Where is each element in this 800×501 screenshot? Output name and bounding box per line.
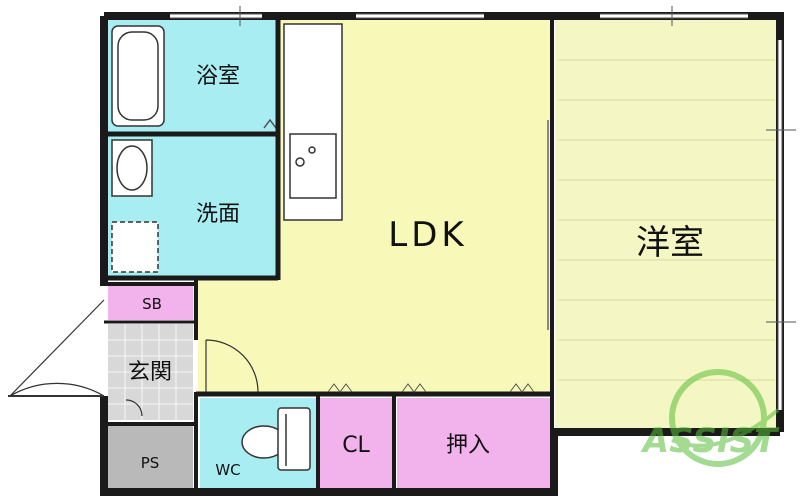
label-ps: PS [141,454,160,472]
room-labels: 浴室 洗面 LDK 洋室 SB 玄関 PS WC CL 押入 [128,64,704,479]
doors [8,120,549,417]
western-floor-lines [558,59,775,381]
label-ldk: LDK [388,215,467,255]
label-bath: 浴室 [196,64,240,89]
window-frames [170,6,796,410]
assist-watermark-logo: ASSIST [640,369,780,467]
kitchen-sink-icon [289,133,337,199]
entrance-tiles [108,324,193,420]
watermark-text: ASSIST [640,421,780,461]
wc-door [205,339,259,393]
label-washroom: 洗面 [196,202,240,227]
sb-storage [108,286,193,320]
oshiire-room [397,398,550,488]
fixtures [111,23,343,471]
label-oshiire: 押入 [446,433,490,458]
bathtub-icon [111,25,165,127]
ps-space [108,426,193,488]
kitchen-counter [283,23,343,221]
western-room [555,20,777,428]
closet-door-marks [327,383,535,393]
label-entrance: 玄関 [128,360,172,385]
washbasin-icon [111,139,153,197]
label-wc: WC [215,461,240,479]
label-western-room: 洋室 [636,223,704,263]
windows [170,14,782,410]
entrance-door [9,299,105,397]
washer-pan-icon [111,221,159,273]
toilet-icon [241,407,311,471]
closet-room [320,398,392,488]
label-sb: SB [142,295,162,313]
label-closet: CL [342,433,370,458]
